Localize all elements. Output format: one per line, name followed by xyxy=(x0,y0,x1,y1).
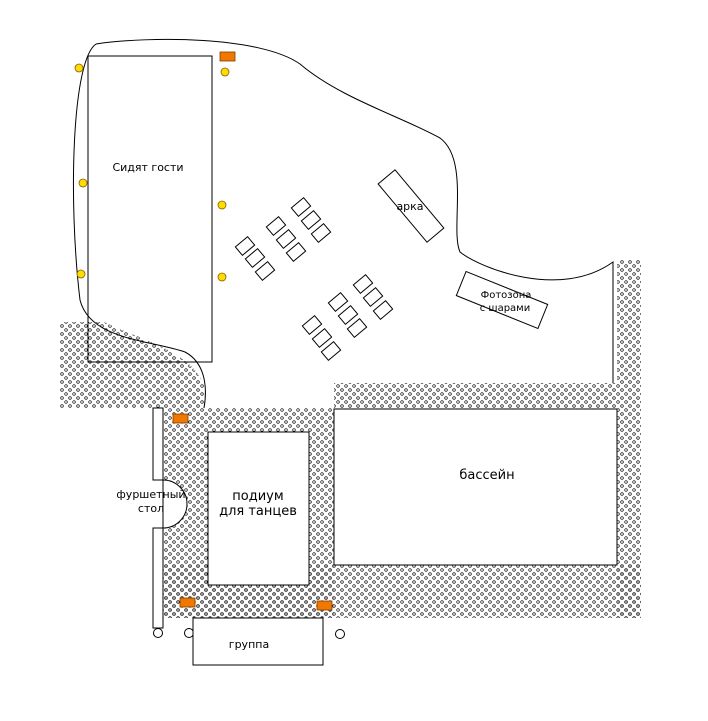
chair-group-5 xyxy=(327,291,368,339)
chair-icon xyxy=(244,247,266,269)
orange-speaker-markers xyxy=(172,51,333,611)
post-circle-icon xyxy=(153,628,163,638)
guests-label: Сидят гости xyxy=(112,161,183,174)
band-label: группа xyxy=(229,638,269,651)
photo-zone-label-2: с шарами xyxy=(480,303,530,314)
chair-icon xyxy=(352,273,374,295)
yellow-lamp-icon xyxy=(217,272,227,282)
buffet-table-strip-bottom xyxy=(152,527,164,629)
chair-icon xyxy=(310,222,332,244)
podium-rect xyxy=(207,431,310,586)
post-circle-icon xyxy=(184,628,194,638)
chair-icon xyxy=(254,260,276,282)
posts xyxy=(153,628,345,639)
pool-label: бассейн xyxy=(459,468,514,483)
arch-label: арка xyxy=(396,200,423,213)
paving-pool-top xyxy=(334,383,617,409)
yellow-lamp-icon xyxy=(217,200,227,210)
chair-icon xyxy=(275,228,297,250)
yellow-lamp-icon xyxy=(74,63,84,73)
buffet-label-1: фуршетный xyxy=(116,488,185,501)
chair-icon xyxy=(362,286,384,308)
arch-rect xyxy=(377,169,445,243)
yellow-lamp-markers xyxy=(74,63,230,282)
paving-right-column xyxy=(617,260,641,618)
chair-icon xyxy=(346,317,368,339)
orange-speaker-icon xyxy=(172,413,189,424)
pool: бассейн xyxy=(333,408,618,566)
chair-icon xyxy=(290,196,312,218)
band-stage: группа xyxy=(192,617,324,666)
dance-podium: подиум для танцев xyxy=(207,431,310,586)
orange-speaker-icon xyxy=(219,51,236,62)
chair-group-2 xyxy=(265,215,307,263)
chair-group-3 xyxy=(290,196,332,244)
chair-icon xyxy=(265,215,287,237)
podium-label-1: подиум xyxy=(232,489,283,504)
pool-rect xyxy=(333,408,618,566)
photo-zone: Фотозона с шарами xyxy=(455,270,549,330)
orange-speaker-icon xyxy=(316,600,333,611)
podium-label-2: для танцев xyxy=(219,504,297,519)
chair-group-6 xyxy=(352,273,394,321)
chair-group-1 xyxy=(234,235,276,282)
orange-speaker-icon xyxy=(179,597,196,608)
chair-icon xyxy=(337,304,359,326)
chair-group-4 xyxy=(301,314,342,362)
photo-zone-label-1: Фотозона xyxy=(481,290,532,301)
buffet-half-circle xyxy=(162,479,188,529)
lawn-boundary-left xyxy=(72,43,206,409)
arch: арка xyxy=(377,169,445,243)
yellow-lamp-icon xyxy=(76,269,86,279)
chair-groups xyxy=(234,196,394,362)
chair-icon xyxy=(320,340,342,362)
chair-icon xyxy=(372,299,394,321)
chair-icon xyxy=(327,291,349,313)
chair-icon xyxy=(285,241,307,263)
yellow-lamp-icon xyxy=(220,67,230,77)
lawn-boundary xyxy=(95,38,614,383)
chair-icon xyxy=(300,209,322,231)
buffet-label-2: стол xyxy=(138,502,164,515)
post-circle-icon xyxy=(335,629,345,639)
chair-icon xyxy=(311,327,333,349)
buffet-table-strip-top xyxy=(152,407,164,481)
guests-area-rect xyxy=(87,55,213,363)
chair-icon xyxy=(234,235,256,257)
guests-seating-area: Сидят гости xyxy=(87,55,213,363)
band-stage-rect xyxy=(192,617,324,666)
yellow-lamp-icon xyxy=(78,178,88,188)
photo-zone-rect xyxy=(455,270,549,330)
paving-left-lawn-edge xyxy=(60,322,204,408)
chair-icon xyxy=(301,314,323,336)
buffet-table: фуршетный стол xyxy=(116,407,188,629)
